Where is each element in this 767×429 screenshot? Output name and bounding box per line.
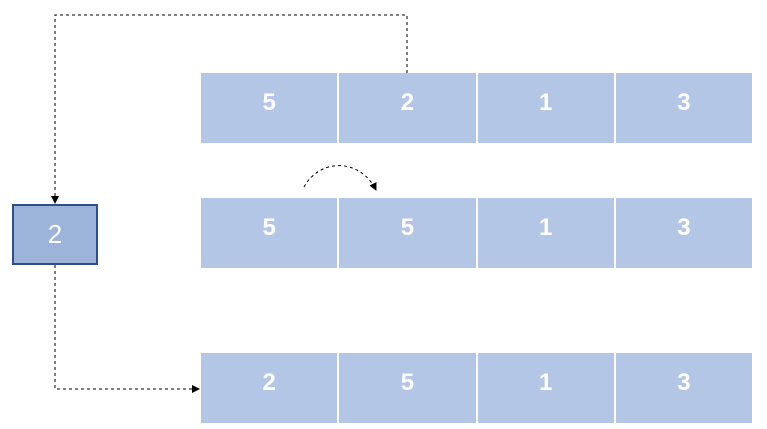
array-cell: 1 — [477, 198, 614, 268]
array-row-1: 5 2 1 3 — [201, 73, 752, 143]
array-cell: 3 — [615, 353, 752, 423]
array-cell: 1 — [477, 353, 614, 423]
array-row-2: 5 5 1 3 — [201, 198, 752, 268]
copy-to-temp-arrow — [51, 14, 408, 204]
shift-right-arrow — [303, 165, 377, 191]
array-cell: 2 — [201, 353, 338, 423]
array-cell: 3 — [615, 198, 752, 268]
array-row-3: 2 5 1 3 — [201, 353, 752, 423]
temp-value-box: 2 — [12, 204, 98, 265]
array-cell: 5 — [201, 198, 338, 268]
array-cell: 5 — [339, 198, 476, 268]
array-cell: 2 — [339, 73, 476, 143]
array-cell: 1 — [477, 73, 614, 143]
array-cell: 3 — [615, 73, 752, 143]
insert-from-temp-arrow — [54, 265, 200, 393]
array-cell: 5 — [339, 353, 476, 423]
array-cell: 5 — [201, 73, 338, 143]
